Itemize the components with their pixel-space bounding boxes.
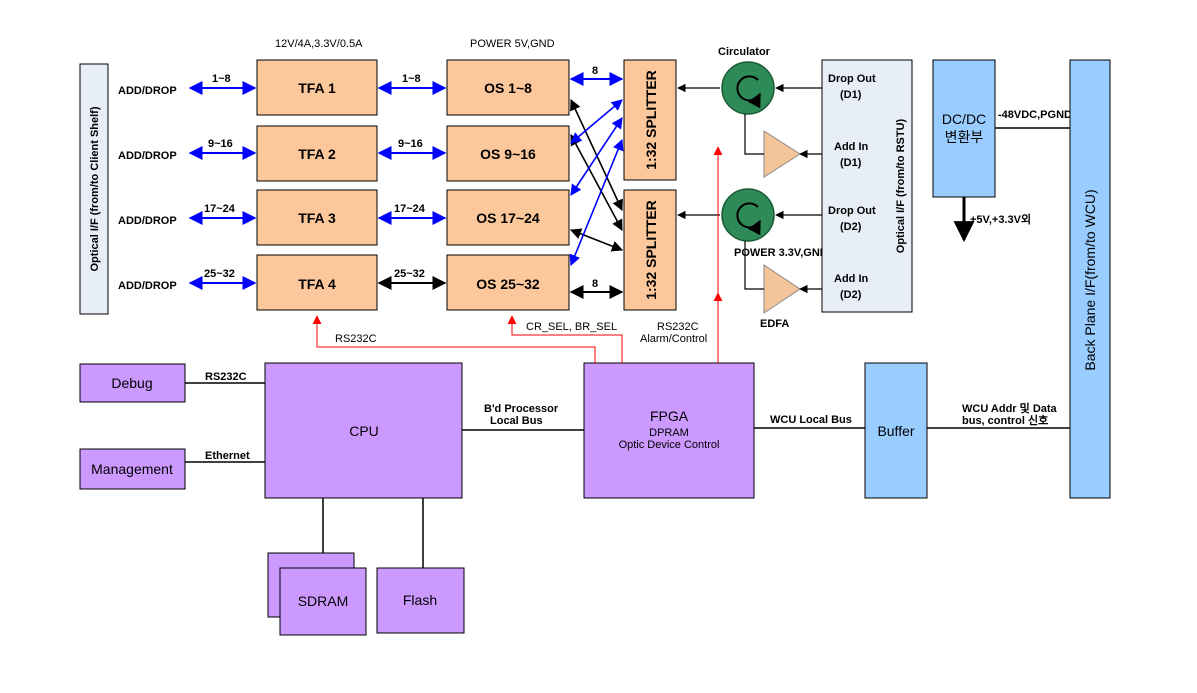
circulator-icon — [721, 188, 775, 242]
port-id-label: (D1) — [840, 89, 862, 101]
tfa-channel-label: 25~32 — [204, 268, 235, 280]
debug-port-box: Debug — [79, 363, 186, 403]
control-label: CR_SEL, BR_SEL — [526, 321, 617, 333]
sdram-box: SDRAM — [267, 552, 367, 636]
add-in-label: Add In — [834, 141, 868, 153]
fpga-sublabel: DPRAM — [649, 427, 689, 439]
control-label: RS232C — [335, 333, 377, 345]
os-box: OS 9~16 — [446, 125, 570, 182]
tfa-power-label: 12V/4A,3.3V/0.5A — [275, 38, 363, 50]
bus-label: WCU Addr 및 Data — [962, 401, 1058, 415]
edfa-amplifier-icon — [763, 130, 801, 178]
circulator-edfa-link — [744, 241, 764, 290]
os-box: OS 17~24 — [446, 189, 570, 246]
fpga-label: FPGA — [650, 408, 689, 424]
add-in-label: Add In — [834, 273, 868, 285]
bus-label: B'd Processor — [484, 403, 559, 415]
os-box-label: OS 9~16 — [480, 146, 536, 162]
tfa-box: TFA 3 — [256, 189, 378, 246]
add-drop-label: ADD/DROP — [118, 85, 177, 97]
buffer-box: Buffer — [864, 362, 928, 499]
debug-port-label: Debug — [111, 375, 152, 391]
os-box-label: OS 17~24 — [476, 210, 540, 226]
flash-box: Flash — [376, 567, 465, 634]
bus-label: WCU Local Bus — [770, 414, 852, 426]
fpga-sublabel: Optic Device Control — [619, 439, 720, 451]
sdram-label: SDRAM — [298, 593, 349, 609]
debug-link-label: RS232C — [205, 371, 247, 383]
tfa-box-label: TFA 3 — [298, 210, 336, 226]
os-box-label: OS 25~32 — [476, 276, 540, 292]
control-label: Alarm/Control — [640, 333, 707, 345]
circulator-power-label: POWER 3.3V,GND — [734, 247, 828, 259]
os-box: OS 1~8 — [446, 59, 570, 116]
tfa-box-label: TFA 1 — [298, 80, 336, 96]
management-port-label: Management — [91, 461, 173, 477]
add-drop-label: ADD/DROP — [118, 150, 177, 162]
os-power-label: POWER 5V,GND — [470, 38, 555, 50]
tfa-channel-label: 1~8 — [212, 73, 231, 85]
management-link-label: Ethernet — [205, 450, 250, 462]
os-box-label: OS 1~8 — [484, 80, 532, 96]
splitter-label: 1:32 SPLITTER — [643, 70, 659, 170]
port-id-label: (D2) — [840, 221, 862, 233]
rstu-optical-panel — [821, 59, 913, 313]
adddrop-tfa-links — [188, 81, 257, 290]
dcdc-output-label: +5V,+3.3V외 — [970, 212, 1031, 226]
buffer-label: Buffer — [877, 423, 914, 439]
add-drop-label: ADD/DROP — [118, 280, 177, 292]
fpga-box: FPGA DPRAM Optic Device Control — [583, 362, 755, 499]
client-optical-panel-label: Optical I/F (from/to Client Shelf) — [89, 106, 101, 271]
tfa-box: TFA 4 — [256, 254, 378, 311]
port-id-label: (D2) — [840, 289, 862, 301]
tfa-os-links — [377, 81, 447, 225]
control-label: RS232C — [657, 321, 699, 333]
circulator-icon — [721, 61, 775, 115]
splitter-label: 1:32 SPLITTER — [643, 200, 659, 300]
splitter-box: 1:32 SPLITTER — [623, 59, 677, 181]
splitter-link-label: 8 — [592, 278, 598, 290]
edfa-label: EDFA — [760, 318, 789, 330]
circulator-label: Circulator — [718, 46, 771, 58]
tfa-box-label: TFA 2 — [298, 146, 336, 162]
circulator-edfa-link — [744, 114, 764, 155]
os-channel-label: 25~32 — [394, 268, 425, 280]
tfa-channel-label: 9~16 — [208, 138, 233, 150]
dcdc-converter-box: DC/DC 변환부 — [932, 59, 996, 198]
dcdc-input-label: -48VDC,PGND — [998, 109, 1072, 121]
bus-label: bus, control 신호 — [962, 413, 1048, 427]
drop-out-label: Drop Out — [828, 205, 876, 217]
flash-label: Flash — [403, 592, 437, 608]
dcdc-label: DC/DC — [942, 111, 986, 127]
backplane-panel — [1069, 59, 1111, 499]
splitter-box: 1:32 SPLITTER — [623, 189, 677, 311]
dcdc-sublabel: 변환부 — [945, 129, 984, 145]
bus-label: Local Bus — [490, 415, 543, 427]
os-splitter-cross-links-blue — [569, 99, 624, 267]
splitter-link-label: 8 — [592, 65, 598, 77]
os-channel-label: 17~24 — [394, 203, 426, 215]
control-lines — [312, 146, 723, 363]
cpu-label: CPU — [349, 423, 379, 439]
os-box: OS 25~32 — [446, 254, 570, 311]
edfa-amplifier-icon — [763, 264, 801, 314]
drop-out-label: Drop Out — [828, 73, 876, 85]
add-drop-label: ADD/DROP — [118, 215, 177, 227]
management-port-box: Management — [79, 448, 186, 490]
cpu-box: CPU — [264, 362, 463, 499]
tfa-channel-label: 17~24 — [204, 203, 236, 215]
os-channel-label: 9~16 — [398, 138, 423, 150]
tfa-box-label: TFA 4 — [298, 276, 336, 292]
tfa-box: TFA 1 — [256, 59, 378, 116]
backplane-label: Back Plane I/F(from/to WCU) — [1082, 189, 1098, 370]
rstu-optical-panel-label: Optical I/F (from/to RSTU) — [895, 118, 907, 253]
port-id-label: (D1) — [840, 157, 862, 169]
tfa-box: TFA 2 — [256, 125, 378, 182]
os-channel-label: 1~8 — [402, 73, 421, 85]
client-optical-panel — [79, 63, 109, 315]
